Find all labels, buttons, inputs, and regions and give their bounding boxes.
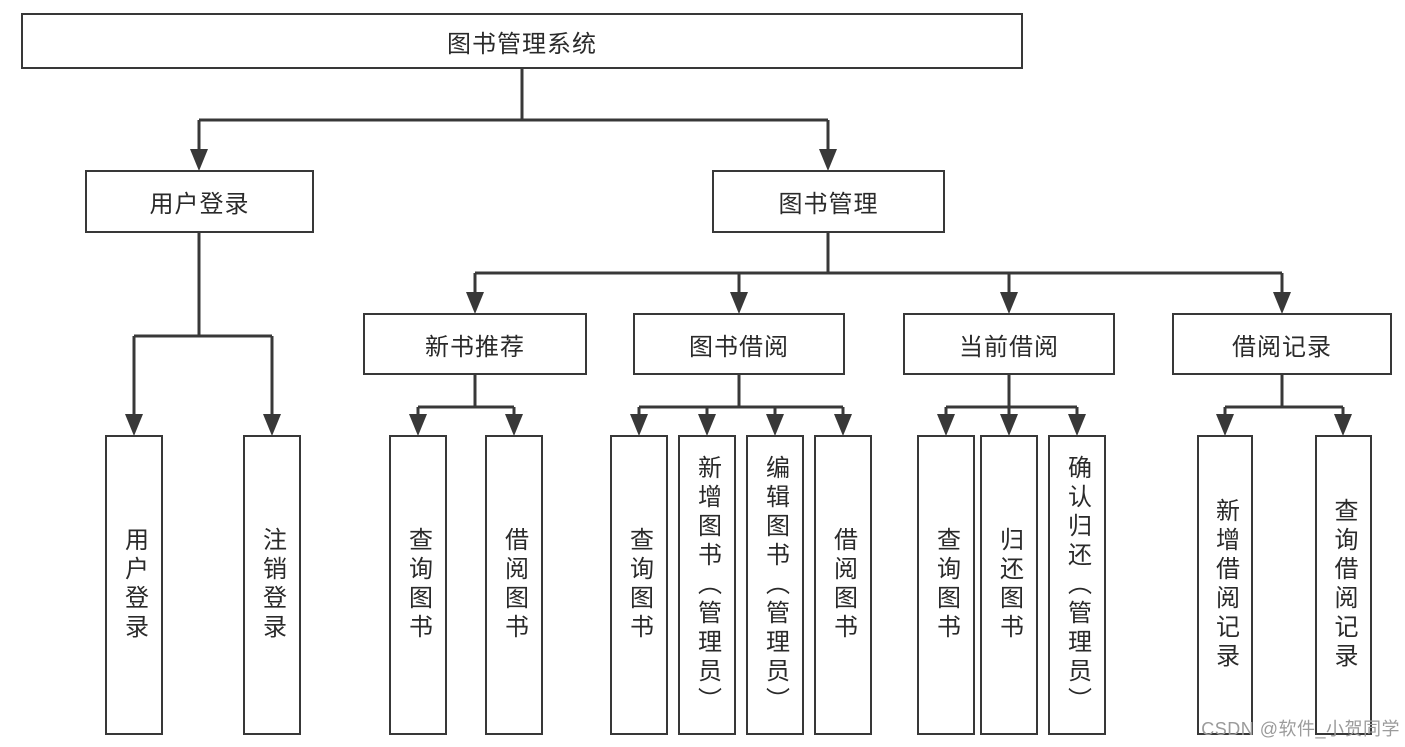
node-user-login: 用户登录	[105, 435, 163, 735]
connector-root	[197, 69, 830, 151]
connector-current-borrow	[944, 375, 1079, 415]
connector-book-borrow	[637, 375, 845, 415]
node-bookborrow-borrow: 借阅图书	[814, 435, 872, 735]
node-borrow-records: 借阅记录	[1172, 313, 1392, 375]
node-new-books: 新书推荐	[363, 313, 587, 375]
node-bookborrow-edit: 编辑图书（管理员）	[746, 435, 804, 735]
node-bookborrow-query: 查询图书	[610, 435, 668, 735]
node-newbooks-query: 查询图书	[389, 435, 447, 735]
node-book-borrow: 图书借阅	[633, 313, 845, 375]
node-bookborrow-add: 新增图书（管理员）	[678, 435, 736, 735]
node-currentborrow-query: 查询图书	[917, 435, 975, 735]
node-root: 图书管理系统	[21, 13, 1023, 69]
connector-user-login	[132, 233, 274, 415]
csdn-watermark: CSDN @软件_小贺同学	[1201, 719, 1400, 739]
node-currentborrow-confirm: 确认归还（管理员）	[1048, 435, 1106, 735]
node-records-query: 查询借阅记录	[1315, 435, 1372, 735]
node-book-management: 图书管理	[712, 170, 945, 233]
node-newbooks-borrow: 借阅图书	[485, 435, 543, 735]
node-user-login-module: 用户登录	[85, 170, 314, 233]
connector-new-books	[416, 375, 516, 415]
connector-borrow-records	[1223, 375, 1345, 415]
node-logout: 注销登录	[243, 435, 301, 735]
node-records-add: 新增借阅记录	[1197, 435, 1253, 735]
connector-book-management	[473, 233, 1284, 295]
node-currentborrow-return: 归还图书	[980, 435, 1038, 735]
arrowheads	[125, 149, 1352, 436]
node-current-borrow: 当前借阅	[903, 313, 1115, 375]
